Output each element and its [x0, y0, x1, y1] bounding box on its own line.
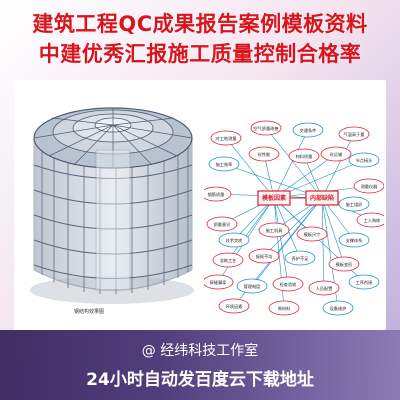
diagram-node: [248, 248, 280, 264]
diagram-node: [338, 196, 370, 212]
diagram-center-left-label: 模板因素: [262, 194, 286, 202]
diagram-node-label: 交通条件: [300, 127, 317, 134]
diagram-node: [204, 186, 232, 202]
diagram-arrow: [265, 127, 323, 199]
diagram-node-label: 原材料: [278, 305, 291, 312]
diagram-arrow: [321, 197, 325, 289]
diagram-node-label: 施工效率: [216, 161, 233, 168]
title-line-2: 中建优秀汇报施工质量控制合格率: [38, 42, 362, 66]
diagram-node: [206, 216, 238, 232]
diagram-center-left-box: [257, 190, 291, 206]
diagram-node-label: 浇筑工艺: [220, 257, 237, 264]
diagram-arrow: [273, 197, 289, 285]
footer-band: [0, 330, 400, 400]
diagram-node-label: 人员配置: [316, 286, 333, 292]
diagram-node-label: 振捣不均: [256, 253, 273, 260]
diagram-arrow: [321, 197, 345, 265]
diagram-node-label: 砼性能: [258, 151, 271, 158]
diagram-node: [258, 222, 290, 238]
diagram-node: [248, 146, 280, 162]
diagram-node-label: 工人熟练: [364, 217, 382, 224]
diagram-node: [338, 232, 370, 248]
diagram-node: [218, 232, 250, 248]
diagram-node-label: 施工机具: [266, 227, 284, 234]
diagram-node-label: 施工组织: [346, 201, 363, 208]
diagram-node-label: 对工地测量: [216, 135, 237, 142]
diagram-node-label: 模板尺寸: [304, 231, 321, 238]
diagram-arrow: [227, 197, 275, 261]
diagram-node: [268, 300, 300, 316]
diagram-node: [236, 278, 268, 294]
diagram-node: [308, 280, 340, 296]
diagram-node: [212, 252, 244, 268]
diagram-node-label: 接缝漏浆: [210, 279, 228, 286]
diagram-node-label: 设备维护: [330, 305, 347, 312]
diagram-node-label: 支撑体系: [346, 237, 363, 244]
download-notice: 24小时自动发百度云下载地址: [86, 370, 314, 390]
studio-name: @ 经纬科技工作室: [141, 343, 259, 359]
diagram-node: [288, 148, 320, 164]
diagram-center-right-label: 内部缺陷: [310, 194, 334, 202]
diagram-node-label: 管理制度: [244, 283, 262, 290]
diagram-node-label: 养护不足: [292, 255, 310, 262]
diagram-node-label: 技术交底: [226, 237, 243, 244]
diagram-node: [208, 156, 240, 172]
diagram-node: [356, 212, 384, 228]
diagram-node: [292, 122, 324, 138]
steel-structure-image: [30, 107, 194, 304]
diagram-node: [296, 226, 328, 242]
diagram-node: [348, 274, 380, 290]
diagram-node: [250, 120, 282, 136]
diagram-node-label: 环境因素: [226, 303, 243, 310]
diagram-node-label: 空气质量改善: [253, 125, 278, 132]
diagram-arrow: [273, 129, 309, 199]
diagram-node: [353, 178, 384, 194]
diagram-node: [348, 152, 380, 168]
diagram-node-label: 检查验收: [280, 281, 298, 288]
diagram-arrow: [263, 197, 323, 257]
diagram-node: [338, 126, 370, 142]
diagram-node-label: 工序衔接: [356, 279, 374, 286]
content-card: 钢结构效果图 对工地测量 空气质量改善 交通条件气温高于量砼运输施工效率 砼性能 材料质…: [14, 80, 386, 330]
diagram-node: [272, 276, 304, 292]
diagram-node-label: 材料质量: [296, 153, 313, 160]
diagram-node-label: 钢筋质量: [208, 191, 225, 198]
image-caption: 钢结构效果图: [74, 309, 105, 315]
diagram-node: [210, 130, 242, 146]
diagram-node-label: 砼运输: [330, 151, 343, 158]
diagram-node-label: 质量意识: [214, 221, 231, 228]
diagram-node: [284, 250, 316, 266]
diagram-node-label: 模板变形: [336, 261, 354, 268]
diagram-node: [320, 146, 352, 162]
diagram-node: [218, 298, 250, 314]
diagram-node-label: 测量仪器: [361, 183, 379, 190]
diagram-center-right-box: [305, 190, 339, 206]
title-line-1: 建筑工程QC成果报告案例模板资料: [32, 12, 368, 36]
diagram-node-label: 节点接头: [356, 157, 373, 164]
diagram-node: [322, 300, 354, 316]
diagram-arrow: [225, 137, 275, 199]
diagram-node-label: 气温高于量: [344, 131, 365, 138]
diagram-node: [328, 256, 360, 272]
diagram-node: [204, 274, 234, 290]
diagram-arrow: [321, 133, 355, 199]
